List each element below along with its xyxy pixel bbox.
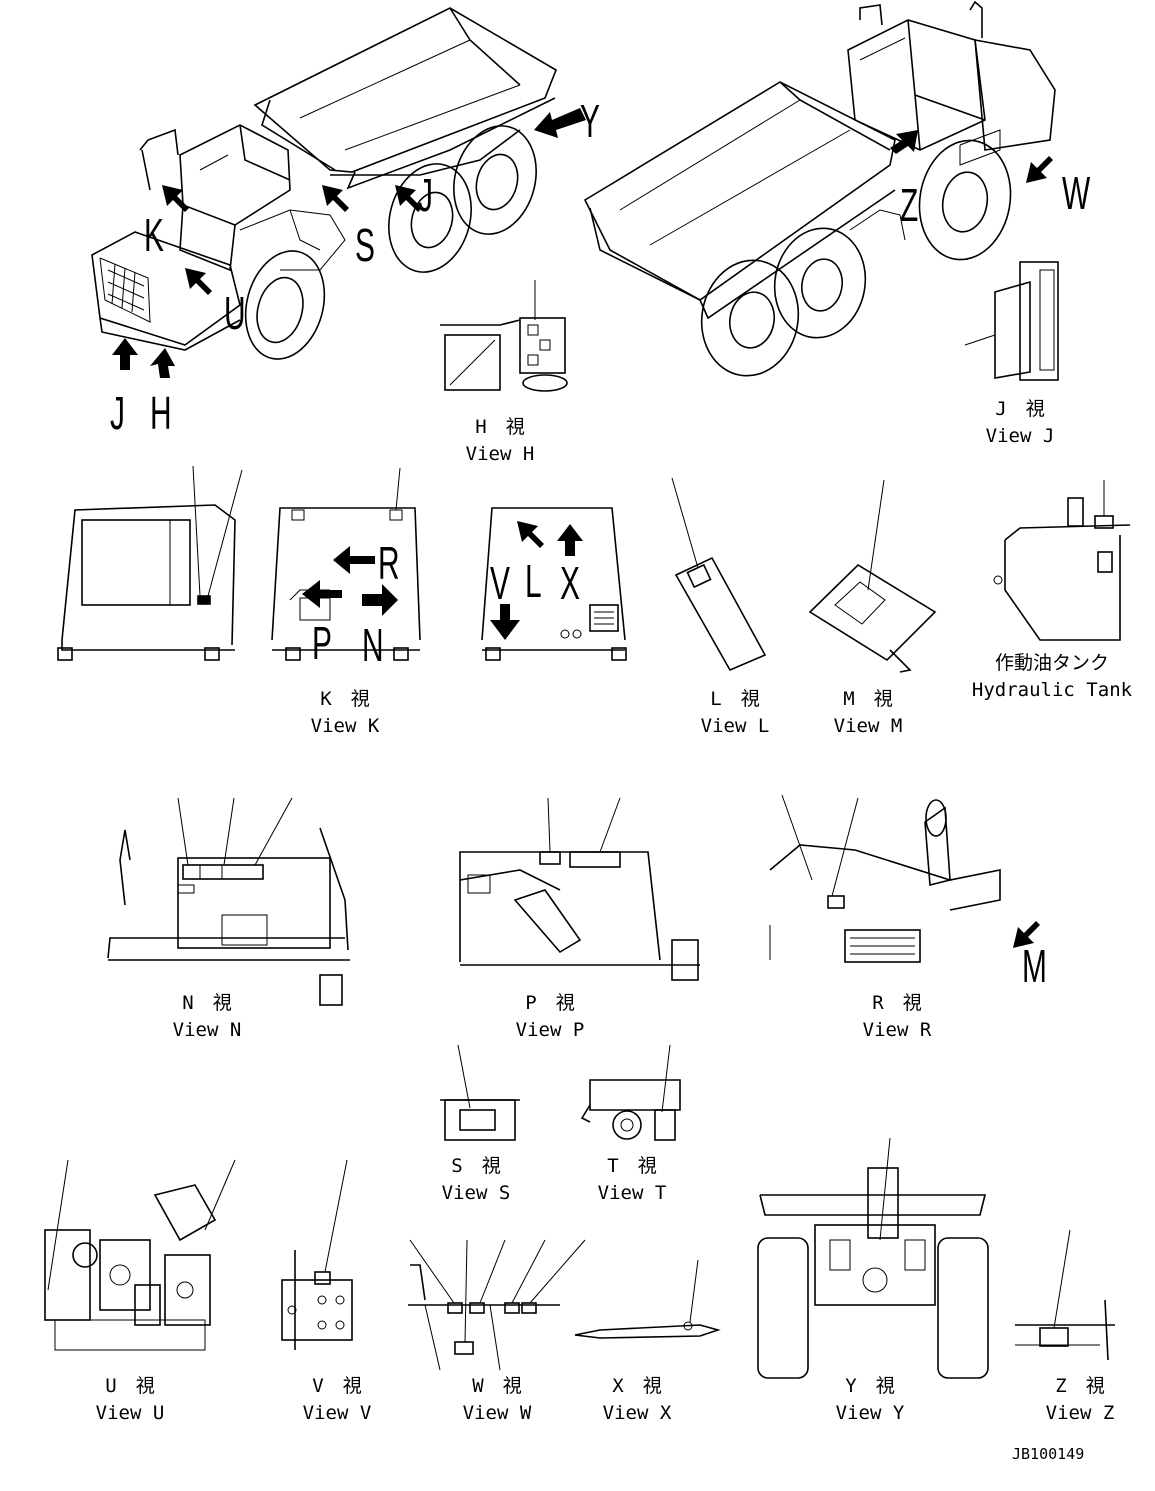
hydraulic-tank-jp: 作動油タンク	[994, 652, 1109, 674]
view-z-jp: Z 視	[1055, 1375, 1105, 1397]
view-s-label: S 視 View S	[442, 1153, 511, 1207]
view-t-jp: T 視	[607, 1155, 657, 1177]
view-v-en: View V	[302, 1402, 372, 1424]
view-u-label: U 視 View U	[96, 1373, 165, 1427]
view-y-drawing	[757, 1137, 989, 1379]
view-r-jp: R 視	[872, 992, 922, 1014]
view-m-label: M 視 View M	[834, 686, 903, 740]
view-r-label: R 視 View R	[863, 990, 932, 1044]
view-p-en: View P	[515, 1019, 585, 1041]
view-p-jp: P 視	[525, 992, 575, 1014]
view-w-label: W 視 View W	[463, 1373, 532, 1427]
view-x-drawing	[574, 1259, 721, 1339]
view-h-jp: H 視	[475, 416, 525, 438]
view-s-drawing	[440, 1044, 520, 1141]
view-r-arrow	[1013, 921, 1040, 948]
view-k-drawing	[57, 465, 243, 661]
hydraulic-tank-drawing	[993, 480, 1131, 641]
view-y-jp: Y 視	[845, 1375, 895, 1397]
view-m-en: View M	[833, 715, 903, 737]
view-k-rear-arrows	[302, 546, 398, 616]
view-n-label: N 視 View N	[173, 990, 242, 1044]
callout-w: W	[1062, 167, 1091, 219]
view-z-drawing	[1015, 1229, 1115, 1361]
view-u-drawing	[44, 1159, 236, 1351]
view-w-jp: W 視	[472, 1375, 522, 1397]
view-x-label: X 視 View X	[603, 1373, 672, 1427]
view-z-en: View Z	[1045, 1402, 1115, 1424]
callout-u: U	[224, 287, 246, 339]
view-v-drawing	[281, 1159, 353, 1350]
view-u-en: View U	[95, 1402, 165, 1424]
view-y-label: Y 視 View Y	[836, 1373, 905, 1427]
view-t-en: View T	[597, 1182, 667, 1204]
view-x-jp: X 視	[612, 1375, 662, 1397]
view-l-en: View L	[700, 715, 770, 737]
view-h-label: H 視 View H	[466, 414, 535, 468]
callout-m: M	[1022, 940, 1047, 992]
view-p-drawing	[459, 797, 700, 981]
view-r-drawing	[769, 794, 1001, 963]
view-n-en: View N	[172, 1019, 242, 1041]
view-v-label: V 視 View V	[303, 1373, 372, 1427]
view-w-drawing	[408, 1239, 586, 1371]
hydraulic-tank-en: Hydraulic Tank	[971, 679, 1133, 701]
callout-n: N	[362, 619, 384, 671]
view-h-en: View H	[465, 443, 535, 465]
view-l-label: L 視 View L	[701, 686, 770, 740]
view-n-drawing	[107, 797, 350, 1006]
view-k-rear-drawing	[271, 467, 421, 661]
view-n-jp: N 視	[182, 992, 232, 1014]
callout-v: V	[490, 557, 510, 609]
view-k-label: K 視 View K	[311, 686, 380, 740]
callout-x: X	[560, 557, 580, 609]
view-j-drawing	[964, 261, 1059, 381]
view-w-en: View W	[462, 1402, 532, 1424]
callout-arrows-left	[112, 108, 586, 378]
callout-p: P	[312, 617, 332, 669]
view-s-en: View S	[441, 1182, 511, 1204]
callout-r: R	[378, 537, 400, 589]
callout-y: Y	[580, 95, 600, 147]
view-t-drawing	[580, 1044, 681, 1141]
callout-l: L	[525, 555, 542, 607]
view-k-side-drawing	[481, 507, 627, 661]
view-k-en: View K	[310, 715, 380, 737]
view-l-drawing	[671, 477, 767, 672]
view-t-label: T 視 View T	[598, 1153, 667, 1207]
view-j-en: View J	[985, 425, 1055, 447]
callout-s: S	[355, 219, 375, 271]
view-l-jp: L 視	[710, 688, 760, 710]
view-v-jp: V 視	[312, 1375, 362, 1397]
view-k-side-arrows	[490, 521, 583, 640]
view-k-jp: K 視	[320, 688, 370, 710]
view-m-jp: M 視	[843, 688, 893, 710]
callout-k: K	[144, 209, 164, 261]
truck-right-drawing	[583, 0, 1056, 377]
view-r-en: View R	[862, 1019, 932, 1041]
view-z-label: Z 視 View Z	[1046, 1373, 1115, 1427]
view-x-en: View X	[602, 1402, 672, 1424]
view-j-jp: J 視	[995, 398, 1045, 420]
view-s-jp: S 視	[451, 1155, 501, 1177]
callout-z: Z	[900, 179, 919, 231]
hydraulic-tank-label: 作動油タンク Hydraulic Tank	[972, 650, 1132, 704]
view-u-jp: U 視	[105, 1375, 155, 1397]
drawing-code: JB100149	[1012, 1445, 1085, 1463]
view-j-label: J 視 View J	[986, 396, 1055, 450]
callout-h: H	[150, 387, 172, 439]
view-p-label: P 視 View P	[516, 990, 585, 1044]
view-m-drawing	[808, 479, 937, 673]
callout-j-front: J	[110, 387, 125, 439]
callout-arrows-right	[890, 130, 1053, 183]
view-y-en: View Y	[835, 1402, 905, 1424]
view-h-drawing	[440, 280, 568, 392]
callout-j-cab: J	[418, 169, 433, 221]
truck-left-drawing	[91, 7, 557, 360]
